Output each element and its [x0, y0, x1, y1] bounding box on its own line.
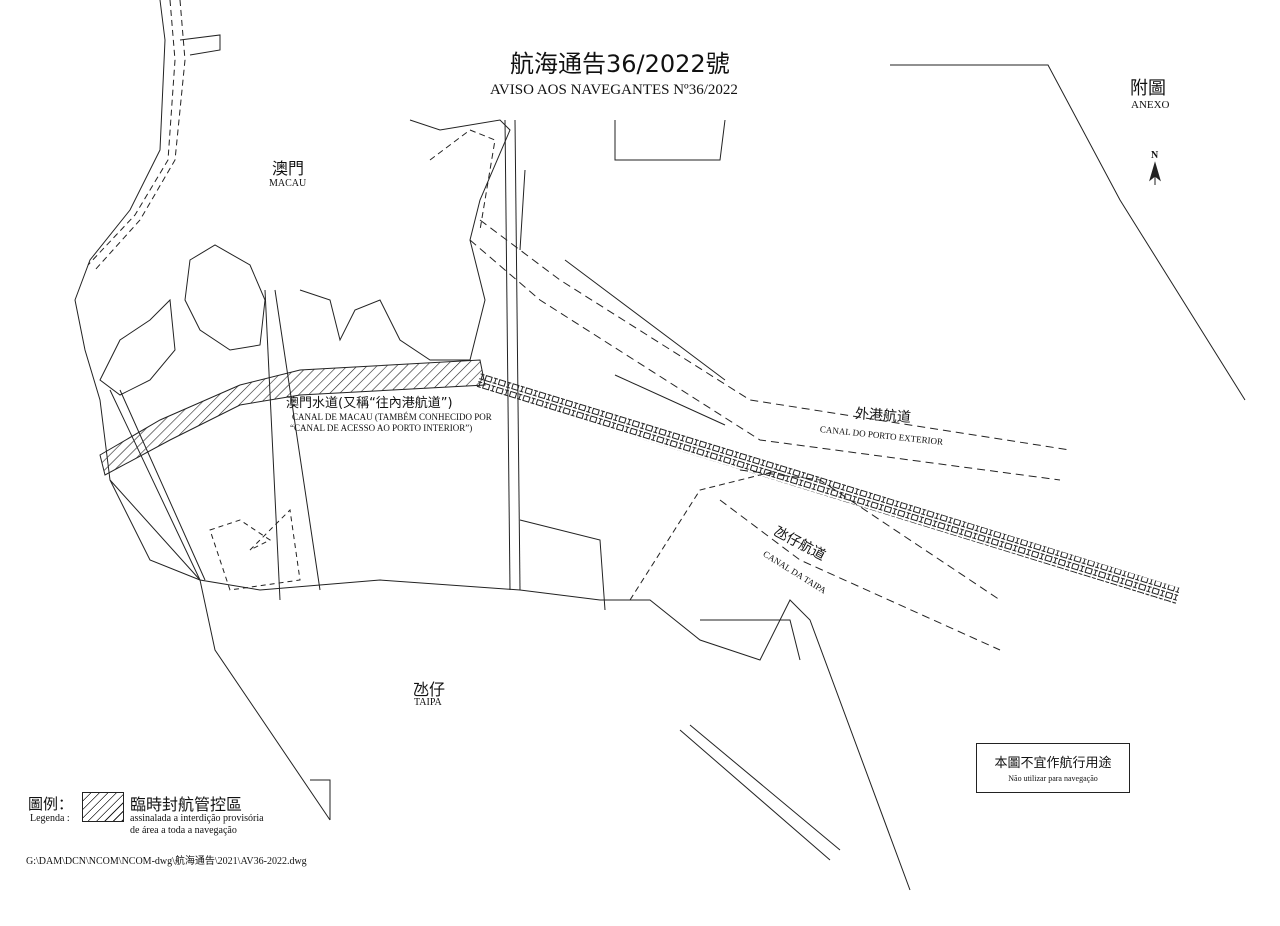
annex-pt: ANEXO: [1131, 99, 1170, 111]
legend-item-zh: 臨時封航管控區: [130, 795, 243, 814]
outer-channel-zh: 外港航道: [854, 406, 912, 426]
legend-item-pt-1: assinalada a interdição provisória: [130, 813, 264, 824]
macau-label-pt: MACAU: [269, 178, 307, 189]
legend-item-pt-2: de área a toda a navegação: [130, 825, 237, 836]
notice-title-pt: AVISO AOS NAVEGANTES Nº36/2022: [490, 82, 738, 98]
legend-title-zh: 圖例：: [28, 795, 74, 813]
disclaimer-pt: Não utilizar para navegação: [1008, 774, 1098, 783]
taipa-label-zh: 氹仔: [413, 680, 446, 699]
file-path: G:\DAM\DCN\NCOM\NCOM-dwg\航海通告\2021\AV36-…: [26, 856, 307, 867]
macau-label-zh: 澳門: [272, 159, 305, 178]
macau-channel-pt-1: CANAL DE MACAU (TAMBÉM CONHECIDO POR: [292, 412, 492, 422]
disclaimer-zh: 本圖不宜作航行用途: [994, 756, 1112, 771]
macau-channel-pt-2: “CANAL DE ACESSO AO PORTO INTERIOR”): [290, 423, 473, 433]
north-arrow-icon: [1149, 161, 1161, 185]
notice-title-zh: 航海通告36/2022號: [510, 50, 730, 78]
taipa-label-pt: TAIPA: [414, 697, 442, 708]
macau-channel-zh: 澳門水道(又稱“往內港航道”): [286, 396, 453, 411]
disclaimer-box: 本圖不宜作航行用途 Não utilizar para navegação: [976, 743, 1130, 793]
legend-hatch-swatch: [82, 792, 124, 822]
legend-title-pt: Legenda :: [30, 813, 70, 824]
north-label: N: [1151, 150, 1159, 161]
macau-coastline: [74, 0, 201, 581]
annex-zh: 附圖: [1130, 78, 1166, 99]
restricted-zone-outer: [476, 372, 1180, 604]
